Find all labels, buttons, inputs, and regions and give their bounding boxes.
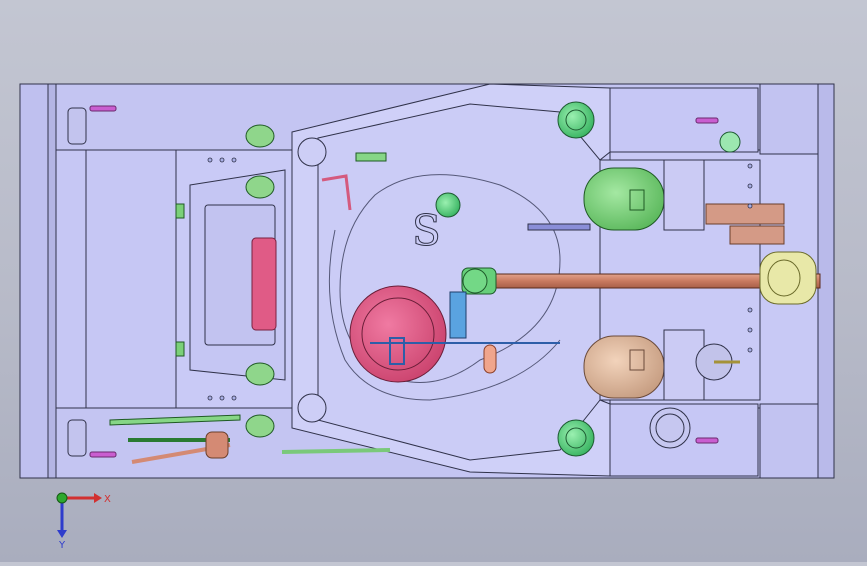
round-hatches	[435, 101, 741, 457]
main-gun	[461, 267, 821, 295]
driver-hatch[interactable]	[527, 159, 785, 245]
rivets	[207, 157, 753, 401]
deck-fittings	[89, 105, 817, 458]
y-axis-label: Y	[58, 540, 66, 550]
co-driver-hatch[interactable]	[583, 329, 740, 401]
pioneer-tools	[67, 107, 391, 464]
turret-marking: S	[412, 206, 441, 255]
x-axis-label: X	[104, 494, 111, 505]
coordinate-triad: X Y	[56, 492, 111, 550]
commander-hatch[interactable]	[349, 285, 560, 383]
origin-dot	[56, 492, 68, 504]
